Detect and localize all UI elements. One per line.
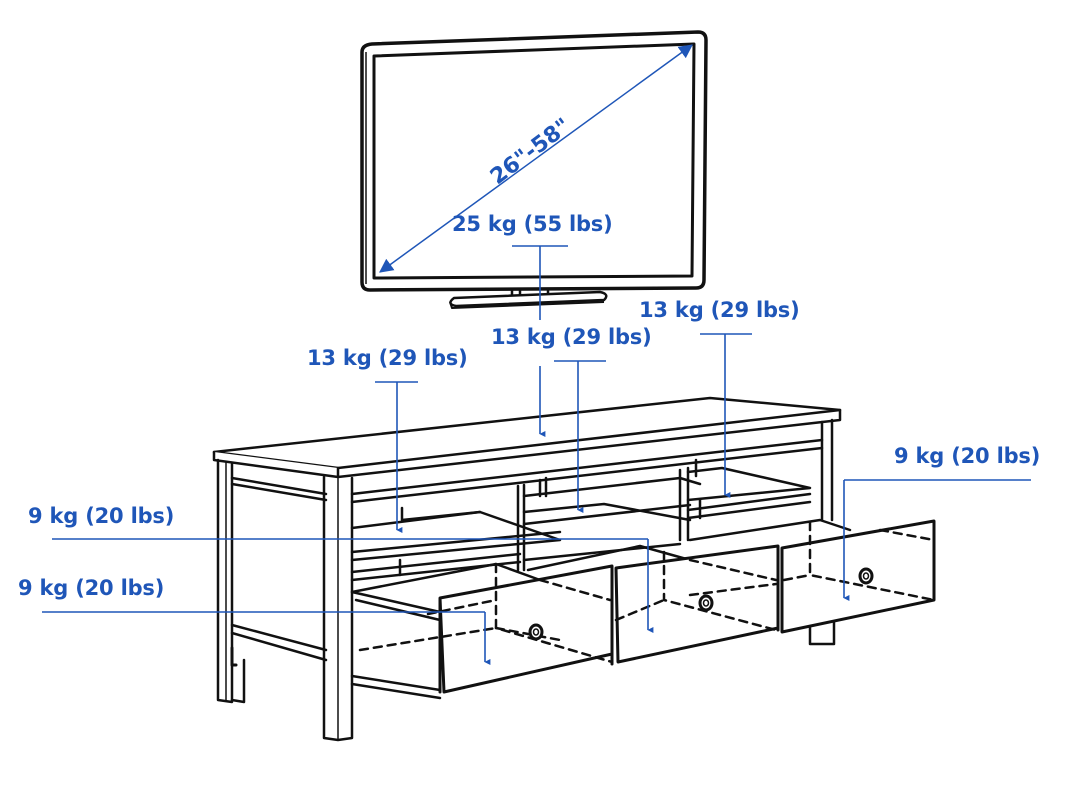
right-drawer-max-load-label: 9 kg (20 lbs): [894, 444, 1041, 468]
middle-shelf-max-load-label: 13 kg (29 lbs): [491, 325, 652, 349]
tv-bench-illustration: [212, 396, 936, 742]
load-indicator-lines: [42, 245, 1031, 665]
tv-max-load-label: 25 kg (55 lbs): [452, 212, 613, 236]
left-drawer-max-load-label: 9 kg (20 lbs): [18, 576, 165, 600]
middle-drawer-max-load-label: 9 kg (20 lbs): [28, 504, 175, 528]
tv-screen-size-dimension: [379, 44, 693, 273]
left-shelf-max-load-label: 13 kg (29 lbs): [307, 346, 468, 370]
right-shelf-max-load-label: 13 kg (29 lbs): [639, 298, 800, 322]
tv-illustration: [360, 30, 708, 309]
